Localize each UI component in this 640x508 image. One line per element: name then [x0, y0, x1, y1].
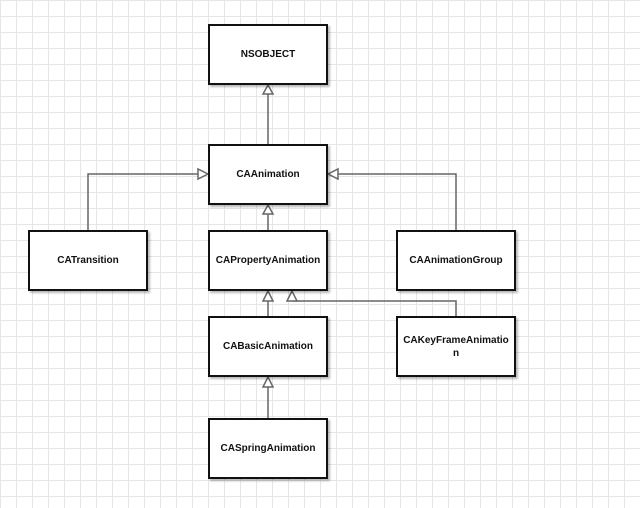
class-label: NSOBJECT	[240, 49, 296, 60]
edge-catransition-caanimation	[87, 173, 198, 230]
class-box-caanimation[interactable]: CAAnimation	[208, 144, 328, 205]
class-box-catransition[interactable]: CATransition	[28, 230, 148, 291]
class-label: CABasicAnimation	[222, 341, 313, 352]
class-label: CAAnimationGroup	[409, 255, 503, 266]
class-box-capropertyanimation[interactable]: CAPropertyAnimation	[208, 230, 328, 291]
class-label: CAPropertyAnimation	[215, 255, 321, 266]
arrowhead-caanimation-bottom	[261, 203, 275, 215]
arrowhead-cabasicanimation	[261, 375, 275, 388]
arrowhead-caanimation-left	[197, 167, 210, 181]
edge-caanimationgroup-caanimation	[338, 173, 457, 230]
class-label: CAAnimation	[236, 169, 300, 180]
class-box-caanimationgroup[interactable]: CAAnimationGroup	[396, 230, 516, 291]
class-label: CASpringAnimation	[220, 443, 316, 454]
class-box-cabasicanimation[interactable]: CABasicAnimation	[208, 316, 328, 377]
arrowhead-capropertyanimation-keyframe	[285, 289, 299, 302]
class-box-nsobject[interactable]: NSOBJECT	[208, 24, 328, 85]
class-box-caspringanimation[interactable]: CASpringAnimation	[208, 418, 328, 479]
class-label: CATransition	[57, 255, 119, 266]
class-label: CAKeyFrameAnimation	[403, 334, 509, 359]
arrowhead-nsobject	[261, 83, 275, 95]
edge-cakeyframeanimation-capropertyanimation	[292, 300, 457, 316]
class-box-cakeyframeanimation[interactable]: CAKeyFrameAnimation	[396, 316, 516, 377]
arrowhead-caanimation-right	[326, 167, 339, 181]
arrowhead-capropertyanimation-basic	[261, 289, 275, 302]
